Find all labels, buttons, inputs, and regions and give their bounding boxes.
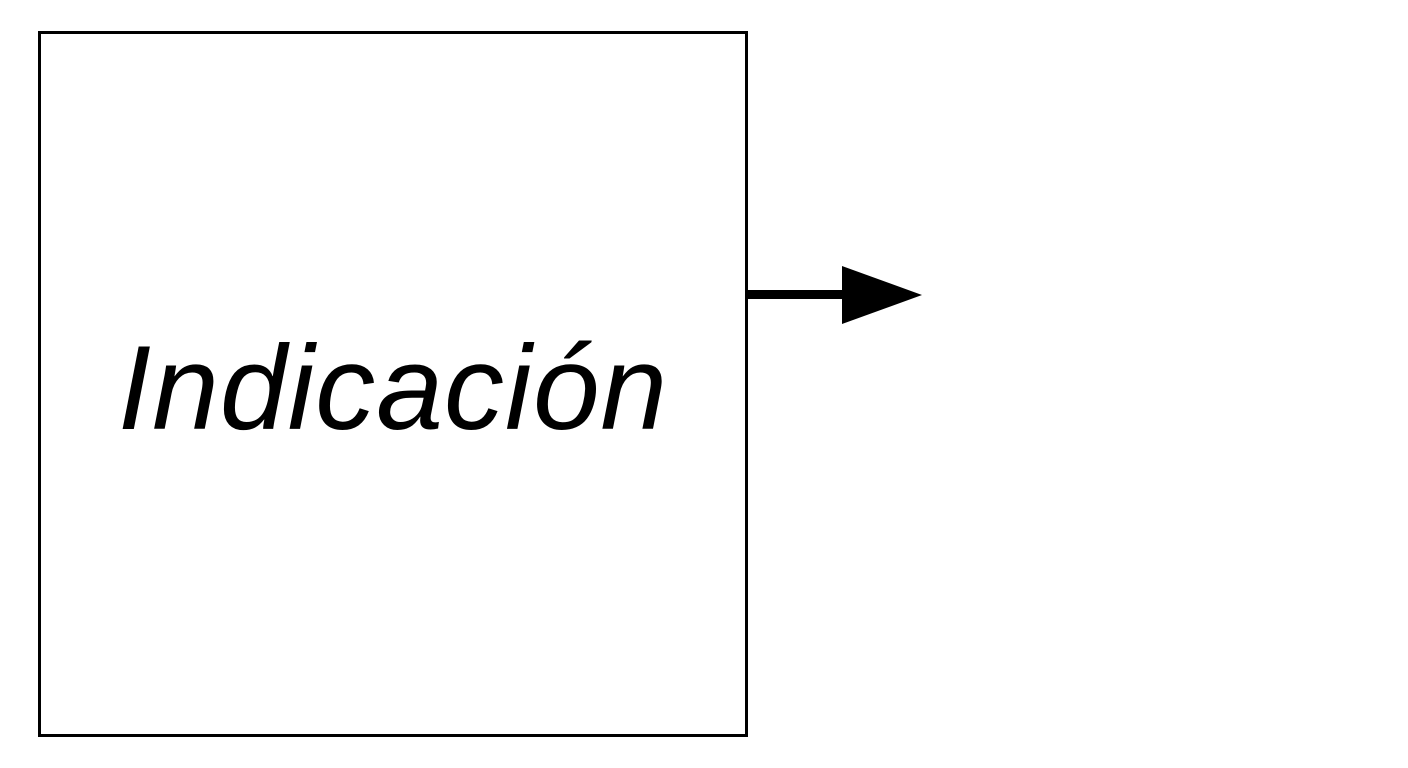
right-arrow-icon [747,266,922,324]
box-label: Indicación [117,321,669,455]
indicacion-box: Indicación [38,31,748,737]
